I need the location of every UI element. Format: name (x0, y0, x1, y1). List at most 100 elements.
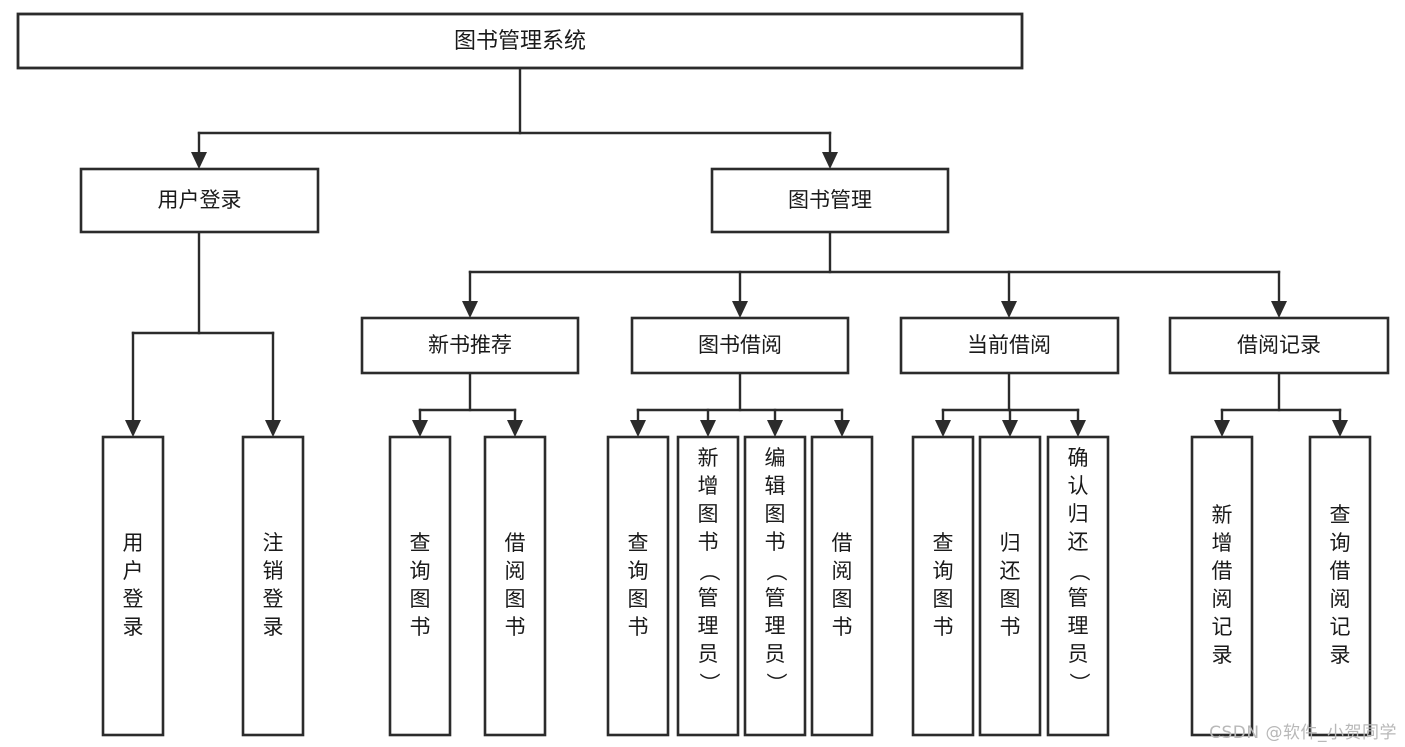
svg-text:查: 查 (410, 531, 431, 555)
node-new-book-recommend[interactable]: 新书推荐 (360, 316, 580, 375)
svg-text:询: 询 (410, 559, 431, 583)
node-user-login-box (79, 167, 320, 234)
node-book-borrow-box (630, 316, 850, 375)
svg-text:阅: 阅 (832, 559, 853, 583)
svg-text:辑: 辑 (765, 474, 786, 498)
leaf-node[interactable]: 用户登录 (101, 435, 165, 737)
leaf-node-box (241, 435, 305, 737)
svg-text:注: 注 (263, 531, 284, 555)
leaf-node-box (911, 435, 975, 737)
arrow-head-new-book-rec (462, 301, 478, 318)
connector-layer (125, 66, 1348, 437)
svg-text:）: ） (697, 673, 721, 694)
svg-text:户: 户 (123, 559, 144, 583)
arrow-head-book-borrow (732, 301, 748, 318)
leaf-node-box (1046, 435, 1110, 737)
svg-text:还: 还 (1068, 530, 1089, 554)
node-book-borrow[interactable]: 图书借阅 (630, 316, 850, 375)
svg-text:理: 理 (1068, 614, 1089, 638)
leaf-node-box (810, 435, 874, 737)
arrow-head-leaf-edit-book (767, 420, 783, 437)
node-borrow-record-box (1168, 316, 1390, 375)
svg-text:确: 确 (1068, 446, 1089, 470)
svg-text:书: 书 (698, 530, 719, 554)
svg-text:新: 新 (698, 446, 719, 470)
node-current-borrow[interactable]: 当前借阅 (899, 316, 1120, 375)
svg-text:增: 增 (1212, 531, 1233, 555)
svg-text:（: （ (764, 561, 788, 582)
svg-text:图: 图 (933, 587, 954, 611)
leaf-node-box (606, 435, 670, 737)
arrow-head-book-manage (822, 152, 838, 169)
arrow-head-leaf-logout (265, 420, 281, 437)
svg-text:书: 书 (933, 615, 954, 639)
svg-text:还: 还 (1000, 559, 1021, 583)
svg-text:查: 查 (1330, 503, 1351, 527)
leaf-node-box (101, 435, 165, 737)
node-borrow-record-label: 借阅记录 (1237, 333, 1321, 357)
svg-text:录: 录 (1330, 643, 1351, 667)
svg-text:新: 新 (1212, 503, 1233, 527)
arrow-head-leaf-borrow-book-1 (507, 420, 523, 437)
svg-text:记: 记 (1212, 615, 1233, 639)
svg-text:阅: 阅 (1212, 587, 1233, 611)
node-borrow-record[interactable]: 借阅记录 (1168, 316, 1390, 375)
leaf-node-box (676, 435, 740, 737)
node-user-login[interactable]: 用户登录 (79, 167, 320, 234)
svg-text:录: 录 (263, 615, 284, 639)
svg-text:书: 书 (1000, 615, 1021, 639)
svg-text:管: 管 (765, 586, 786, 610)
svg-text:认: 认 (1068, 474, 1089, 498)
node-current-borrow-box (899, 316, 1120, 375)
leaf-node-box (743, 435, 807, 737)
svg-text:借: 借 (505, 531, 526, 555)
arrow-head-leaf-return-book (1002, 420, 1018, 437)
svg-text:图: 图 (765, 502, 786, 526)
node-new-book-recommend-box (360, 316, 580, 375)
svg-text:）: ） (1067, 673, 1091, 694)
svg-text:图: 图 (505, 587, 526, 611)
svg-text:）: ） (764, 673, 788, 694)
svg-text:理: 理 (698, 614, 719, 638)
svg-text:管: 管 (1068, 586, 1089, 610)
arrow-head-leaf-query-book-3 (935, 420, 951, 437)
svg-text:编: 编 (765, 446, 786, 470)
svg-text:借: 借 (1330, 559, 1351, 583)
node-current-borrow-label: 当前借阅 (967, 333, 1051, 357)
node-book-management[interactable]: 图书管理 (710, 167, 950, 234)
svg-text:图: 图 (832, 587, 853, 611)
svg-text:员: 员 (698, 642, 719, 666)
svg-text:书: 书 (628, 615, 649, 639)
arrow-head-leaf-add-book (700, 420, 716, 437)
svg-text:书: 书 (410, 615, 431, 639)
leaf-node-box (388, 435, 452, 737)
svg-text:员: 员 (765, 642, 786, 666)
leaf-node-box (483, 435, 547, 737)
svg-text:查: 查 (628, 531, 649, 555)
svg-text:登: 登 (123, 587, 144, 611)
node-root-system[interactable]: 图书管理系统 (16, 12, 1024, 70)
node-root-system-box (16, 12, 1024, 70)
